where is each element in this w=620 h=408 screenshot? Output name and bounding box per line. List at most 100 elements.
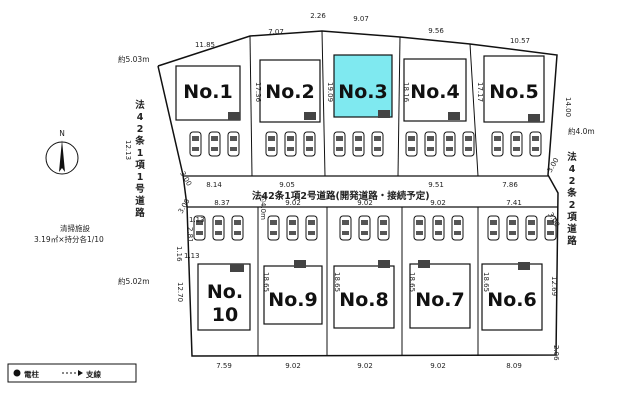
parking-car: [267, 215, 280, 241]
depth-dim: 17.17: [476, 82, 484, 102]
lot-label-upper: No.1: [183, 81, 232, 103]
bottom-dim: 9.02: [357, 362, 373, 370]
parking-car: [212, 215, 225, 241]
svg-text:号: 号: [135, 184, 145, 195]
small-dim: 1.16: [175, 246, 183, 262]
parking-car: [525, 215, 538, 241]
corner-dim: 3.00: [177, 197, 192, 215]
depth-dim: 12.13: [124, 140, 132, 160]
lot-label-lower: No.9: [268, 289, 317, 311]
inner-road-lines: [183, 175, 558, 208]
depth-dim: 18.16: [402, 82, 410, 103]
lot-label-lower: No.8: [339, 289, 388, 311]
house-1: [175, 65, 241, 121]
right-dim: 14.00: [564, 97, 572, 117]
parking-car: [284, 131, 297, 157]
top-dim: 9.56: [428, 27, 444, 35]
top-dim: 10.57: [510, 37, 530, 45]
mid-lower-dim: 8.37: [214, 199, 230, 207]
lot-label-upper: No.5: [489, 81, 538, 103]
parking-car: [377, 215, 390, 241]
depth-dim: 18.65: [262, 272, 270, 292]
parking-car: [529, 131, 542, 157]
depth-dim: 18.65: [482, 272, 490, 292]
bottom-dim: 8.09: [506, 362, 522, 370]
svg-text:道: 道: [135, 195, 145, 207]
parking-car: [358, 215, 371, 241]
parking-car: [424, 131, 437, 157]
svg-text:項: 項: [567, 212, 577, 223]
parking-car: [405, 131, 418, 157]
parking-car: [305, 215, 318, 241]
svg-text:法: 法: [135, 99, 145, 111]
house-5: [483, 55, 545, 123]
mid-upper-dim: 8.14: [206, 181, 222, 189]
lot-label-upper: No.3: [338, 81, 387, 103]
mid-lower-dim: 7.41: [506, 199, 522, 207]
mid-lower-dim: 9.02: [285, 199, 301, 207]
depth-dim: 18.65: [333, 272, 341, 292]
top-dim: 9.07: [353, 15, 369, 23]
depth-dim: 19.09: [326, 82, 334, 102]
mid-upper-dim: 7.86: [502, 181, 518, 189]
svg-text:条: 条: [134, 135, 145, 147]
svg-text:4: 4: [137, 112, 144, 123]
parking-car: [303, 131, 316, 157]
svg-text:路: 路: [135, 207, 145, 219]
lot-label-upper: No.2: [265, 81, 314, 103]
parking-car: [265, 131, 278, 157]
small-dim: 1.13: [184, 252, 200, 260]
svg-text:条: 条: [566, 187, 577, 199]
house-7: [409, 263, 471, 329]
parking-car: [413, 215, 426, 241]
lot-label-upper: No.4: [410, 81, 459, 103]
parking-car: [432, 215, 445, 241]
corner-dim: 3.00: [546, 156, 561, 174]
center-road-label: 法42条1項2号道路(開発道路・接続予定): [252, 190, 430, 202]
house-3: [333, 54, 393, 118]
top-dim: 7.07: [268, 28, 284, 36]
right-dim: 2.06: [552, 345, 560, 361]
svg-text:道: 道: [567, 223, 577, 235]
mid-lower-dim: 9.02: [357, 199, 373, 207]
compass-label: N: [59, 129, 65, 138]
depth-dim: 12.70: [176, 282, 184, 302]
parking-car: [333, 131, 346, 157]
legend-pole: 電柱: [24, 369, 39, 379]
parking-car: [506, 215, 519, 241]
bottom-dim: 7.59: [216, 362, 232, 370]
house-4: [403, 58, 467, 122]
upper-houses: [175, 54, 545, 123]
mid-upper-dim: 9.51: [428, 181, 444, 189]
parking-car: [544, 215, 557, 241]
parking-car: [462, 131, 475, 157]
parking-car: [443, 131, 456, 157]
road-width-left-bottom: 約5.02m: [118, 276, 150, 286]
small-dim: 2.81: [186, 227, 194, 243]
lot-label-lower-line2: 10: [212, 304, 238, 326]
mid-upper-dim: 9.05: [279, 181, 295, 189]
svg-text:2: 2: [569, 176, 576, 187]
lot-label-lower: No.6: [487, 289, 536, 311]
svg-text:1: 1: [137, 172, 144, 183]
parking-car: [286, 215, 299, 241]
legend-guy: 支線: [85, 369, 101, 379]
parking-car: [193, 215, 206, 241]
legend: 電柱 支線: [7, 363, 137, 383]
bottom-dim: 9.02: [285, 362, 301, 370]
cleaning-facility-line2: 3.19㎡×持分各1/10: [34, 234, 104, 244]
parking-car: [510, 131, 523, 157]
lower-houses: [197, 263, 543, 331]
house-9: [263, 265, 323, 325]
svg-text:2: 2: [137, 124, 144, 135]
svg-text:項: 項: [135, 160, 145, 171]
top-dim: 2.26: [310, 12, 326, 20]
lot-label-lower: No.7: [415, 289, 464, 311]
corner-dim: 3.00: [178, 170, 193, 188]
right-dim: 12.69: [550, 276, 558, 296]
cleaning-facility-line1: 清掃施設: [60, 223, 90, 233]
parking-car: [491, 131, 504, 157]
road-width-inner: 約4.0m: [259, 195, 268, 220]
